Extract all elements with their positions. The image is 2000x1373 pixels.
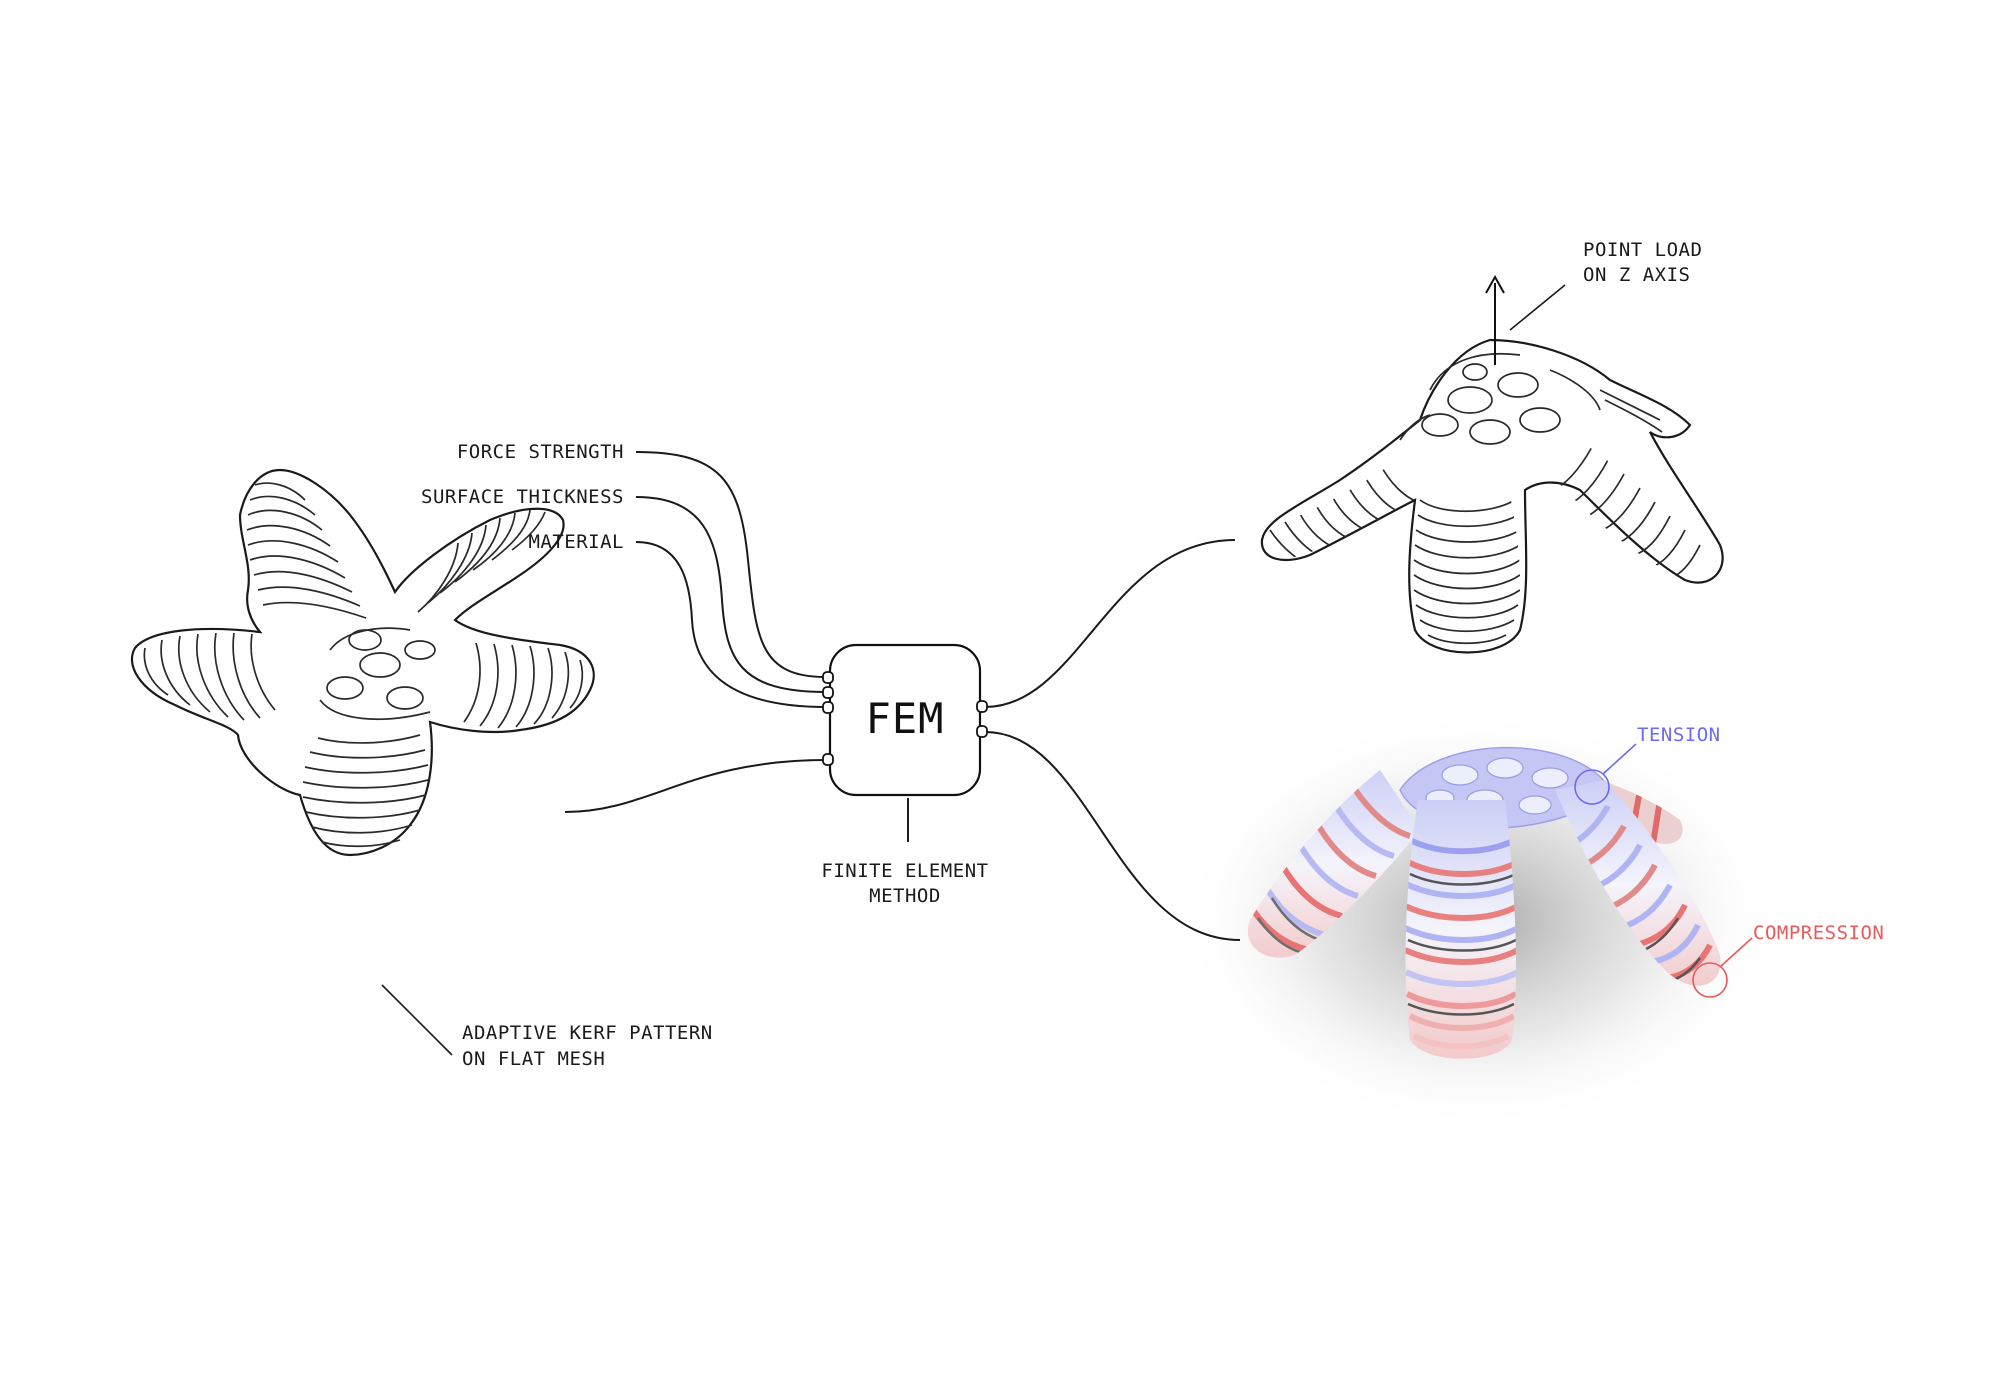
deformed-mesh-outline — [1260, 338, 1724, 654]
wire-flat-mesh — [564, 759, 827, 813]
fem-node[interactable]: FEM — [822, 643, 988, 797]
tension-leader-line — [1602, 743, 1637, 775]
load-caption-line1: POINT LOAD — [1583, 239, 1702, 261]
wire-deformed-mesh — [984, 539, 1236, 708]
connection-wires — [381, 284, 1566, 1056]
label-material: MATERIAL — [528, 531, 624, 553]
wire-force-strength — [635, 451, 827, 678]
flat-mesh-leader — [381, 984, 453, 1056]
deformed-mesh-kerf-lines — [1269, 352, 1701, 645]
fem-input-ports — [822, 671, 834, 766]
flat-mesh-caption-line1: ADAPTIVE KERF PATTERN — [462, 1022, 713, 1044]
fem-output-ports — [976, 700, 988, 738]
compression-marker — [1692, 962, 1728, 998]
compression-leader-line — [1719, 937, 1753, 968]
flat-mesh-illustration — [130, 468, 595, 857]
stress-analysis-illustration — [1180, 710, 1780, 1130]
fem-node-label: FEM — [866, 694, 945, 743]
center-arm — [1405, 800, 1516, 1059]
flat-mesh-kerf-lines — [143, 482, 584, 848]
label-force-strength: FORCE STRENGTH — [457, 441, 624, 463]
diagram-labels: FORCE STRENGTH SURFACE THICKNESS MATERIA… — [421, 239, 1884, 1070]
wire-material — [635, 541, 827, 708]
wire-stress-render — [984, 731, 1241, 941]
label-surface-thickness: SURFACE THICKNESS — [421, 486, 624, 508]
load-leader — [1509, 284, 1566, 331]
flat-mesh-caption-line2: ON FLAT MESH — [462, 1048, 605, 1070]
tension-label: TENSION — [1637, 724, 1721, 746]
flat-mesh-outline — [130, 468, 595, 857]
wire-surface-thickness — [635, 496, 827, 693]
deformed-mesh-illustration — [1260, 338, 1724, 654]
fem-node-box[interactable] — [828, 643, 982, 797]
fem-caption-line1: FINITE ELEMENT — [821, 860, 988, 882]
compression-label: COMPRESSION — [1753, 922, 1884, 944]
fem-caption-line2: METHOD — [869, 885, 941, 907]
load-caption-line2: ON Z AXIS — [1583, 264, 1690, 286]
tension-marker — [1574, 769, 1610, 805]
point-load-arrow — [1485, 274, 1505, 365]
